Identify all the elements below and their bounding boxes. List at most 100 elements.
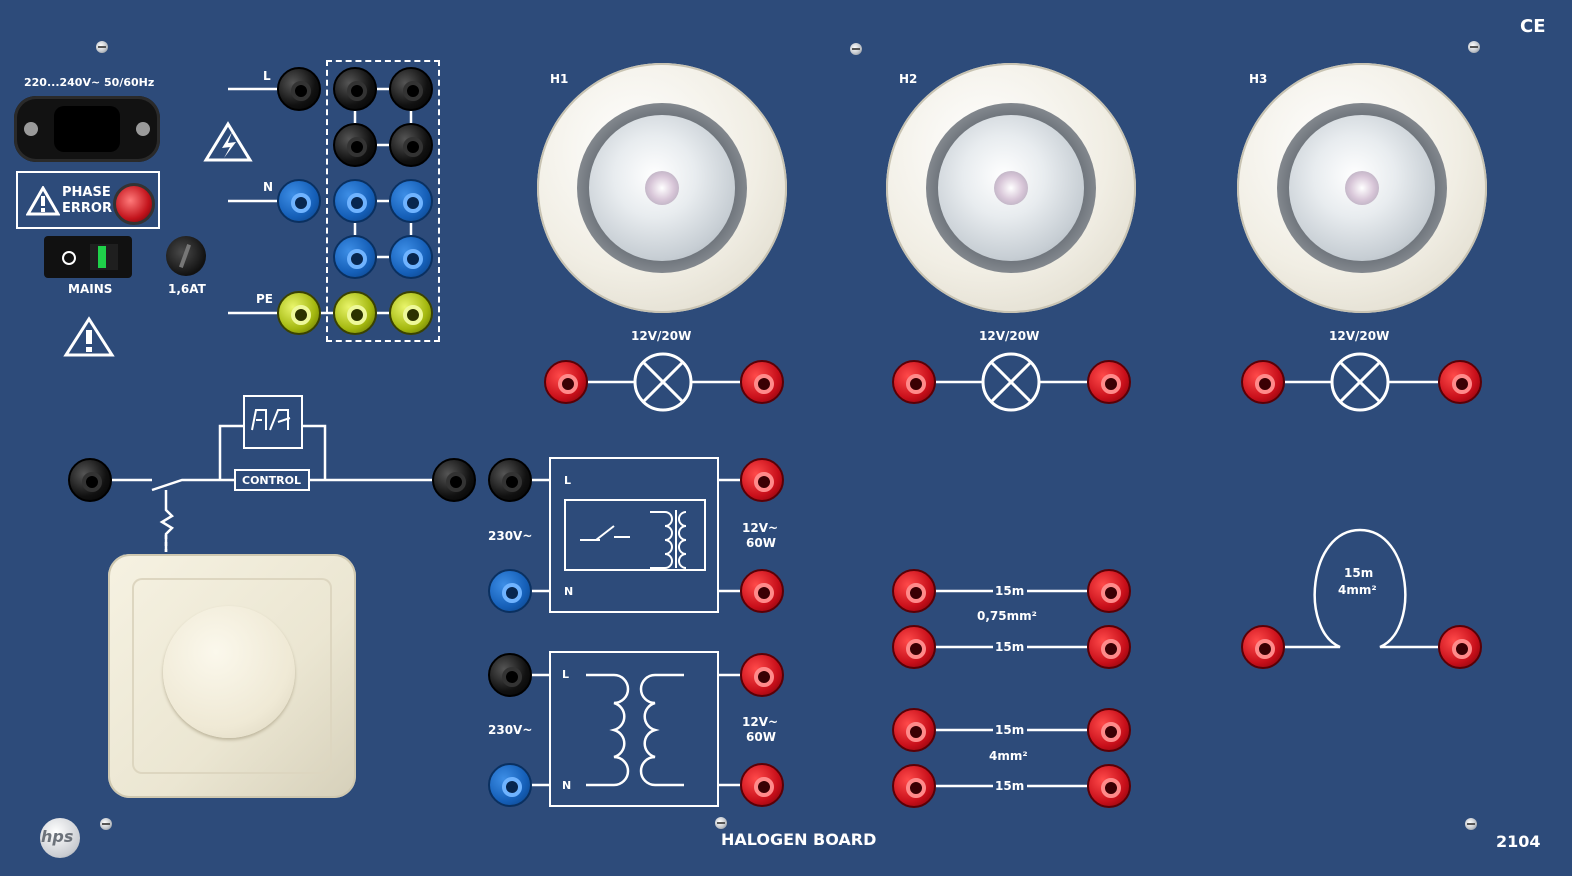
socket-cable4-a[interactable] [892, 764, 936, 808]
dimmer-plate [108, 554, 356, 798]
socket-transformer1-out-a[interactable] [740, 458, 784, 502]
control-label: CONTROL [242, 474, 301, 487]
socket-n-dist[interactable] [333, 235, 377, 279]
n-label: N [263, 180, 274, 194]
transformer2-input: 230V~ [488, 723, 533, 737]
screw-icon [136, 122, 150, 136]
mains-label: MAINS [68, 282, 113, 296]
socket-cable1-a[interactable] [892, 569, 936, 613]
socket-cable1-b[interactable] [1087, 569, 1131, 613]
socket-transformer1-n[interactable] [488, 569, 532, 613]
halogen-lamp-h2 [886, 63, 1136, 313]
lamp-h3-label: H3 [1249, 72, 1268, 86]
halogen-lamp-h1 [537, 63, 787, 313]
distribution-block [326, 60, 440, 342]
socket-l-dist[interactable] [333, 67, 377, 111]
cable1-length: 15m [995, 584, 1025, 598]
fuse-label: 1,6AT [168, 282, 206, 296]
socket-lamp-h2-a[interactable] [892, 360, 936, 404]
fuse-holder[interactable] [166, 236, 206, 276]
power-inlet[interactable] [14, 96, 160, 162]
phase-error-line1: PHASE [62, 185, 111, 200]
socket-transformer1-l[interactable] [488, 458, 532, 502]
switch-off-mark [62, 251, 76, 265]
socket-lamp-h3-a[interactable] [1241, 360, 1285, 404]
cable-large-section: 4mm² [989, 749, 1028, 763]
socket-lamp-h1-a[interactable] [544, 360, 588, 404]
screw-icon [96, 41, 108, 53]
fuse-slot [179, 244, 191, 268]
lamp-h1-rating: 12V/20W [631, 329, 692, 343]
socket-lamp-h3-b[interactable] [1438, 360, 1482, 404]
halogen-lamp-h3 [1237, 63, 1487, 313]
screw-icon [100, 818, 112, 830]
socket-transformer2-l[interactable] [488, 653, 532, 697]
lamp-h2-rating: 12V/20W [979, 329, 1040, 343]
mains-switch[interactable] [44, 236, 132, 278]
transformer2-output-v: 12V~ [742, 715, 779, 729]
socket-transformer2-out-b[interactable] [740, 763, 784, 807]
socket-n-input[interactable] [277, 179, 321, 223]
socket-pe-dist[interactable] [389, 291, 433, 335]
cable4-length: 15m [995, 779, 1025, 793]
socket-cable2-b[interactable] [1087, 625, 1131, 669]
control-label-box: CONTROL [234, 469, 310, 491]
phase-error-indicator [113, 183, 155, 225]
screw-icon [850, 43, 862, 55]
lamp-h1-label: H1 [550, 72, 569, 86]
transformer1-l: L [564, 474, 572, 487]
socket-dimmer-out[interactable] [432, 458, 476, 502]
screw-icon [1468, 41, 1480, 53]
cable3-length: 15m [995, 723, 1025, 737]
coil-length: 15m [1344, 566, 1374, 580]
socket-n-dist[interactable] [389, 235, 433, 279]
socket-cable3-b[interactable] [1087, 708, 1131, 752]
socket-n-dist[interactable] [333, 179, 377, 223]
transformer1-input: 230V~ [488, 529, 533, 543]
socket-l-input[interactable] [277, 67, 321, 111]
socket-cable3-a[interactable] [892, 708, 936, 752]
socket-cable2-a[interactable] [892, 625, 936, 669]
socket-dimmer-in[interactable] [68, 458, 112, 502]
socket-transformer2-out-a[interactable] [740, 653, 784, 697]
dimmer-control-frame [218, 424, 327, 426]
board-model: 2104 [1496, 832, 1541, 851]
lamp-h3-rating: 12V/20W [1329, 329, 1390, 343]
screw-icon [715, 817, 727, 829]
transformer1-output-v: 12V~ [742, 521, 779, 535]
socket-coil-a[interactable] [1241, 625, 1285, 669]
hps-logo-text: hps [41, 827, 74, 846]
l-label: L [263, 69, 271, 83]
socket-transformer2-n[interactable] [488, 763, 532, 807]
dimmer-knob[interactable] [163, 606, 295, 738]
socket-pe-input[interactable] [277, 291, 321, 335]
board-title: HALOGEN BOARD [721, 830, 877, 849]
socket-n-dist[interactable] [389, 179, 433, 223]
socket-pe-dist[interactable] [333, 291, 377, 335]
hps-logo: hps [40, 818, 80, 858]
socket-lamp-h1-b[interactable] [740, 360, 784, 404]
cable2-length: 15m [995, 640, 1025, 654]
phase-error-panel: PHASE ERROR [16, 171, 160, 229]
coil-section: 4mm² [1338, 583, 1377, 597]
socket-lamp-h2-b[interactable] [1087, 360, 1131, 404]
transformer2-n: N [562, 779, 572, 792]
socket-l-dist[interactable] [333, 123, 377, 167]
ce-mark: CE [1520, 16, 1546, 37]
switch-on-indicator [98, 246, 106, 268]
socket-coil-b[interactable] [1438, 625, 1482, 669]
socket-transformer1-out-b[interactable] [740, 569, 784, 613]
toroidal-transformer [549, 651, 719, 807]
inlet-socket [54, 106, 120, 152]
inlet-rating-label: 220...240V~ 50/60Hz [24, 76, 155, 89]
transformer2-l: L [562, 668, 570, 681]
screw-icon [1465, 818, 1477, 830]
phase-error-line2: ERROR [62, 201, 112, 216]
pe-label: PE [256, 292, 273, 306]
transformer2-output-w: 60W [746, 730, 776, 744]
socket-cable4-b[interactable] [1087, 764, 1131, 808]
transformer1-n: N [564, 585, 574, 598]
socket-l-dist[interactable] [389, 123, 433, 167]
socket-l-dist[interactable] [389, 67, 433, 111]
